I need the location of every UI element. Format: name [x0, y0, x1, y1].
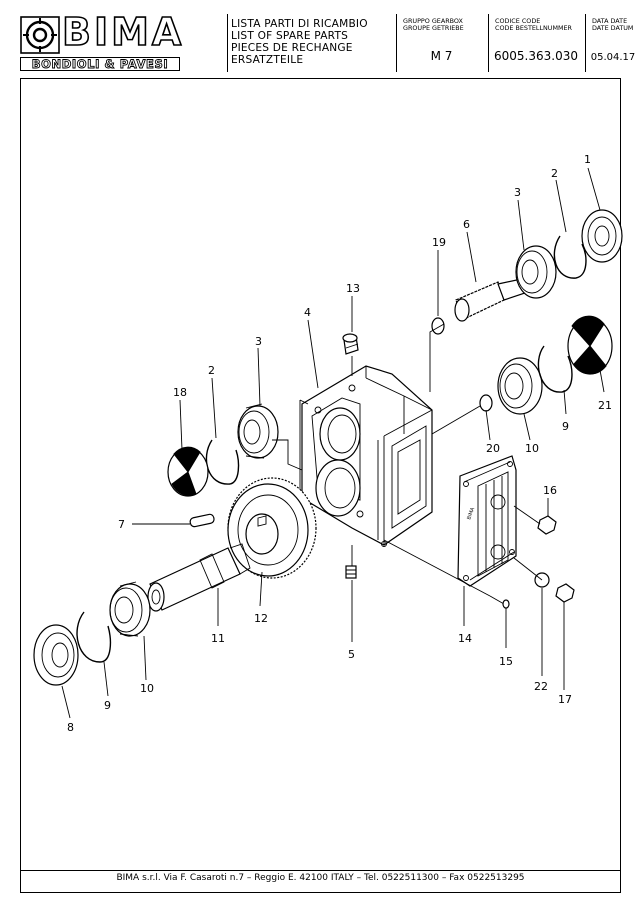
bearing-upper-left — [237, 403, 279, 459]
breather-plug — [342, 333, 359, 355]
assembly-lines — [272, 323, 543, 597]
brand-strip: BONDIOLI & PAVESI — [20, 57, 180, 71]
cap-right — [567, 315, 613, 375]
callout-number: 10 — [140, 682, 154, 695]
key — [189, 513, 215, 528]
group-block: GRUPPO GEARBOX GROUPE GETRIEBE M 7 — [396, 14, 486, 72]
logo: BIMA BONDIOLI & PAVESI — [20, 11, 222, 72]
code-block: CODICE CODE CODE BESTELLNUMMER 6005.363.… — [488, 14, 583, 72]
cap-left — [167, 446, 209, 497]
callout-number: 2 — [208, 364, 215, 377]
callout-number: 3 — [255, 335, 262, 348]
bearing-right — [497, 357, 543, 415]
bearing-lower-left — [109, 581, 151, 637]
callout-number: 1 — [584, 153, 591, 166]
callout-number: 19 — [432, 236, 446, 249]
title-line: LISTA PARTI DI RICAMBIO — [231, 18, 368, 30]
callout-number: 9 — [562, 420, 569, 433]
callout-number: 13 — [346, 282, 360, 295]
circlip-upper-left — [205, 439, 240, 485]
callout-number: 15 — [499, 655, 513, 668]
callout-number: 16 — [543, 484, 557, 497]
callout-number: 21 — [598, 399, 612, 412]
title-line: ERSATZTEILE — [231, 54, 304, 66]
drawing-frame — [20, 78, 621, 893]
footer-address: BIMA s.r.l. Via F. Casaroti n.7 – Reggio… — [116, 873, 525, 883]
oil-seal-lower — [33, 624, 79, 686]
date-value: 05.04.17 — [590, 52, 636, 63]
logo-word: BIMA — [61, 10, 185, 54]
callout-number: 14 — [458, 632, 472, 645]
date-label: DATA DATE — [592, 17, 628, 25]
callout-number: 4 — [304, 306, 311, 319]
group-label: GRUPPO GEARBOX — [403, 17, 463, 25]
header: BIMA BONDIOLI & PAVESI LISTA PARTI DI RI… — [20, 11, 635, 72]
callout-number: 20 — [486, 442, 500, 455]
circlip-lower — [76, 611, 112, 663]
leader-lines — [61, 167, 605, 719]
callout-number: 5 — [348, 648, 355, 661]
callout-number: 12 — [254, 612, 268, 625]
callout-number: 22 — [534, 680, 548, 693]
bearing-upper-right — [515, 245, 557, 299]
code-label: CODE BESTELLNUMMER — [495, 24, 572, 32]
callout-number: 3 — [514, 186, 521, 199]
nut-upper — [537, 515, 557, 535]
callout-number: 9 — [104, 699, 111, 712]
callout-number: 17 — [558, 693, 572, 706]
callout-number: 11 — [211, 632, 225, 645]
callout-number: 10 — [525, 442, 539, 455]
gear-logo-icon — [20, 16, 60, 54]
title-line: PIECES DE RECHANGE — [231, 42, 353, 54]
oil-seal-upper — [581, 209, 623, 263]
code-value: 6005.363.030 — [494, 49, 578, 63]
logo-mark: BIMA — [20, 11, 182, 54]
title-block: LISTA PARTI DI RICAMBIO LIST OF SPARE PA… — [227, 14, 394, 72]
brand-name: BONDIOLI & PAVESI — [31, 57, 169, 72]
gearbox-housing — [299, 365, 433, 547]
drain-plug — [345, 565, 357, 579]
large-gear — [227, 477, 317, 579]
callout-number: 7 — [118, 518, 125, 531]
washer-upper — [431, 317, 445, 335]
group-label: GROUPE GETRIEBE — [403, 24, 464, 32]
date-block: DATA DATE DATE DATUM 05.04.17 — [585, 14, 640, 72]
circlip-right — [537, 345, 573, 393]
circlip-upper-right — [553, 235, 587, 279]
callout-number: 8 — [67, 721, 74, 734]
svg-text:BIMA: BIMA — [466, 506, 476, 520]
screw — [489, 595, 510, 609]
callout-number: 6 — [463, 218, 470, 231]
input-pinion — [454, 277, 529, 322]
group-value: M 7 — [430, 49, 453, 63]
nut-lower — [555, 583, 575, 603]
title-line: LIST OF SPARE PARTS — [231, 30, 349, 42]
washer-right — [479, 394, 493, 412]
callout-number: 18 — [173, 386, 187, 399]
date-label: DATE DATUM — [592, 24, 634, 32]
callouts: 1 2 3 6 19 13 4 3 2 18 20 10 9 21 16 7 1… — [67, 153, 612, 734]
gearbox-cover: BIMA — [457, 455, 517, 587]
footer-divider — [20, 870, 621, 871]
code-label: CODICE CODE — [495, 17, 541, 25]
output-shaft — [147, 543, 251, 612]
callout-number: 2 — [551, 167, 558, 180]
